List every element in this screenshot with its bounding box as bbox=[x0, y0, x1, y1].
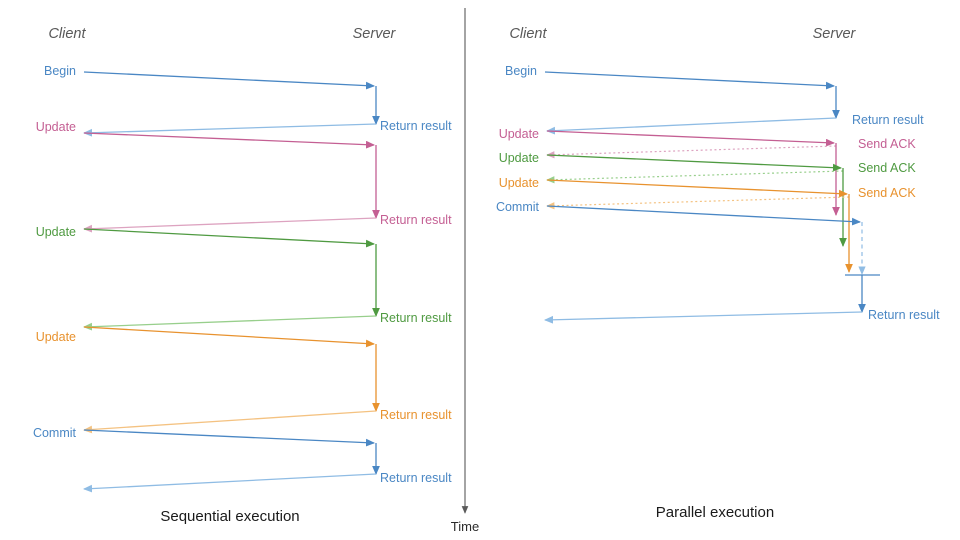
message-update3-request bbox=[546, 179, 849, 198]
lane-title-client: Client bbox=[509, 26, 547, 42]
message-update1-request bbox=[546, 130, 836, 147]
message-commit-request bbox=[83, 429, 376, 447]
message-update1-return bbox=[82, 217, 377, 233]
message-update2-return bbox=[82, 315, 377, 331]
message-label-begin-return: Return result bbox=[380, 119, 452, 133]
lane-title-server: Server bbox=[813, 26, 857, 42]
lane-title-server: Server bbox=[353, 26, 397, 42]
message-label-update3-ack: Send ACK bbox=[858, 186, 916, 200]
message-update3-ack bbox=[546, 196, 850, 210]
message-label-update3-request: Update bbox=[499, 176, 539, 190]
message-begin-request bbox=[544, 71, 836, 90]
message-label-update2-return: Return result bbox=[380, 311, 452, 325]
message-label-update2-ack: Send ACK bbox=[858, 161, 916, 175]
message-label-update1-return: Return result bbox=[380, 213, 452, 227]
message-update2-request bbox=[546, 154, 843, 172]
message-commit-return bbox=[543, 311, 863, 324]
message-update2-request bbox=[83, 228, 376, 248]
message-update3-request bbox=[83, 326, 376, 348]
message-label-begin-request: Begin bbox=[44, 64, 76, 78]
panel-caption-sequential: Sequential execution bbox=[160, 508, 299, 525]
lane-title-client: Client bbox=[48, 26, 86, 42]
message-commit-return bbox=[82, 473, 377, 493]
message-label-update1-request: Update bbox=[36, 120, 76, 134]
message-label-update2-request: Update bbox=[36, 225, 76, 239]
message-label-commit-return: Return result bbox=[380, 471, 452, 485]
message-label-begin-request: Begin bbox=[505, 64, 537, 78]
time-axis-group: Time bbox=[451, 8, 479, 534]
message-label-update1-ack: Send ACK bbox=[858, 137, 916, 151]
message-label-update1-request: Update bbox=[499, 127, 539, 141]
message-update3-return bbox=[82, 410, 377, 434]
message-update2-ack bbox=[546, 170, 844, 184]
message-label-begin-return: Return result bbox=[852, 113, 924, 127]
message-label-update3-return: Return result bbox=[380, 408, 452, 422]
message-label-commit-request: Commit bbox=[33, 426, 77, 440]
message-commit-request bbox=[546, 205, 862, 226]
message-begin-return bbox=[82, 123, 377, 137]
message-label-commit-return: Return result bbox=[868, 308, 940, 322]
message-update1-request bbox=[83, 132, 376, 149]
panel-caption-parallel: Parallel execution bbox=[656, 504, 774, 521]
message-label-update2-request: Update bbox=[499, 151, 539, 165]
message-label-update3-request: Update bbox=[36, 330, 76, 344]
message-begin-return bbox=[545, 117, 837, 135]
message-update1-ack bbox=[546, 145, 837, 159]
message-label-commit-request: Commit bbox=[496, 200, 540, 214]
message-begin-request bbox=[83, 71, 376, 90]
time-axis-label: Time bbox=[451, 519, 479, 534]
